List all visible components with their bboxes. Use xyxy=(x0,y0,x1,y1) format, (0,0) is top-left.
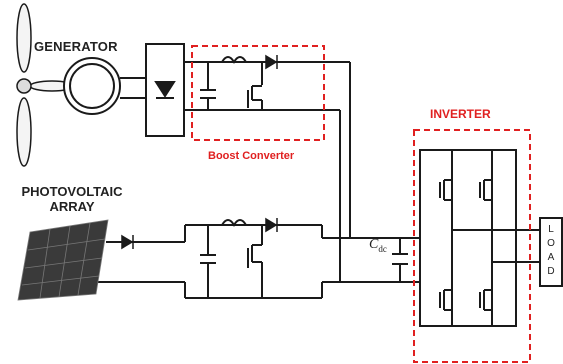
boost-converter-highlight xyxy=(191,45,325,141)
inductor-icon xyxy=(221,219,247,227)
igbt-icon xyxy=(439,179,492,311)
capacitor-icon xyxy=(200,89,216,99)
load-letter: A xyxy=(547,252,555,263)
boost-converter-label: Boost Converter xyxy=(208,150,295,162)
rectifier-icon xyxy=(145,43,185,137)
pv-panel-icon xyxy=(17,219,109,301)
diode-icon xyxy=(265,54,278,70)
diode-icon xyxy=(265,217,278,233)
igbt-icon xyxy=(247,85,262,108)
capacitor-icon xyxy=(200,254,216,264)
load-letter: D xyxy=(547,266,555,277)
wind-turbine-icon xyxy=(16,3,75,167)
inverter-highlight xyxy=(413,129,531,363)
pv-label-line2: ARRAY xyxy=(49,199,95,214)
capacitor-subscript: dc xyxy=(378,243,387,254)
load-letter: L xyxy=(548,224,554,235)
load-letter: O xyxy=(547,238,555,249)
pv-array-label: PHOTOVOLTAIC ARRAY xyxy=(12,184,132,214)
diode-icon xyxy=(121,234,134,250)
load-label: L O A D xyxy=(544,223,558,279)
dc-link-capacitor-label: Cdc xyxy=(369,238,387,254)
generator-label: GENERATOR xyxy=(34,39,118,54)
generator-icon xyxy=(63,57,121,115)
inverter-label: INVERTER xyxy=(430,107,491,121)
circuit-wires xyxy=(95,61,540,327)
capacitor-icon xyxy=(392,253,408,265)
inductor-icon xyxy=(221,56,247,64)
pv-label-line1: PHOTOVOLTAIC xyxy=(21,184,123,199)
igbt-icon xyxy=(247,244,262,268)
load-box xyxy=(539,217,563,287)
capacitor-symbol: C xyxy=(369,237,379,252)
